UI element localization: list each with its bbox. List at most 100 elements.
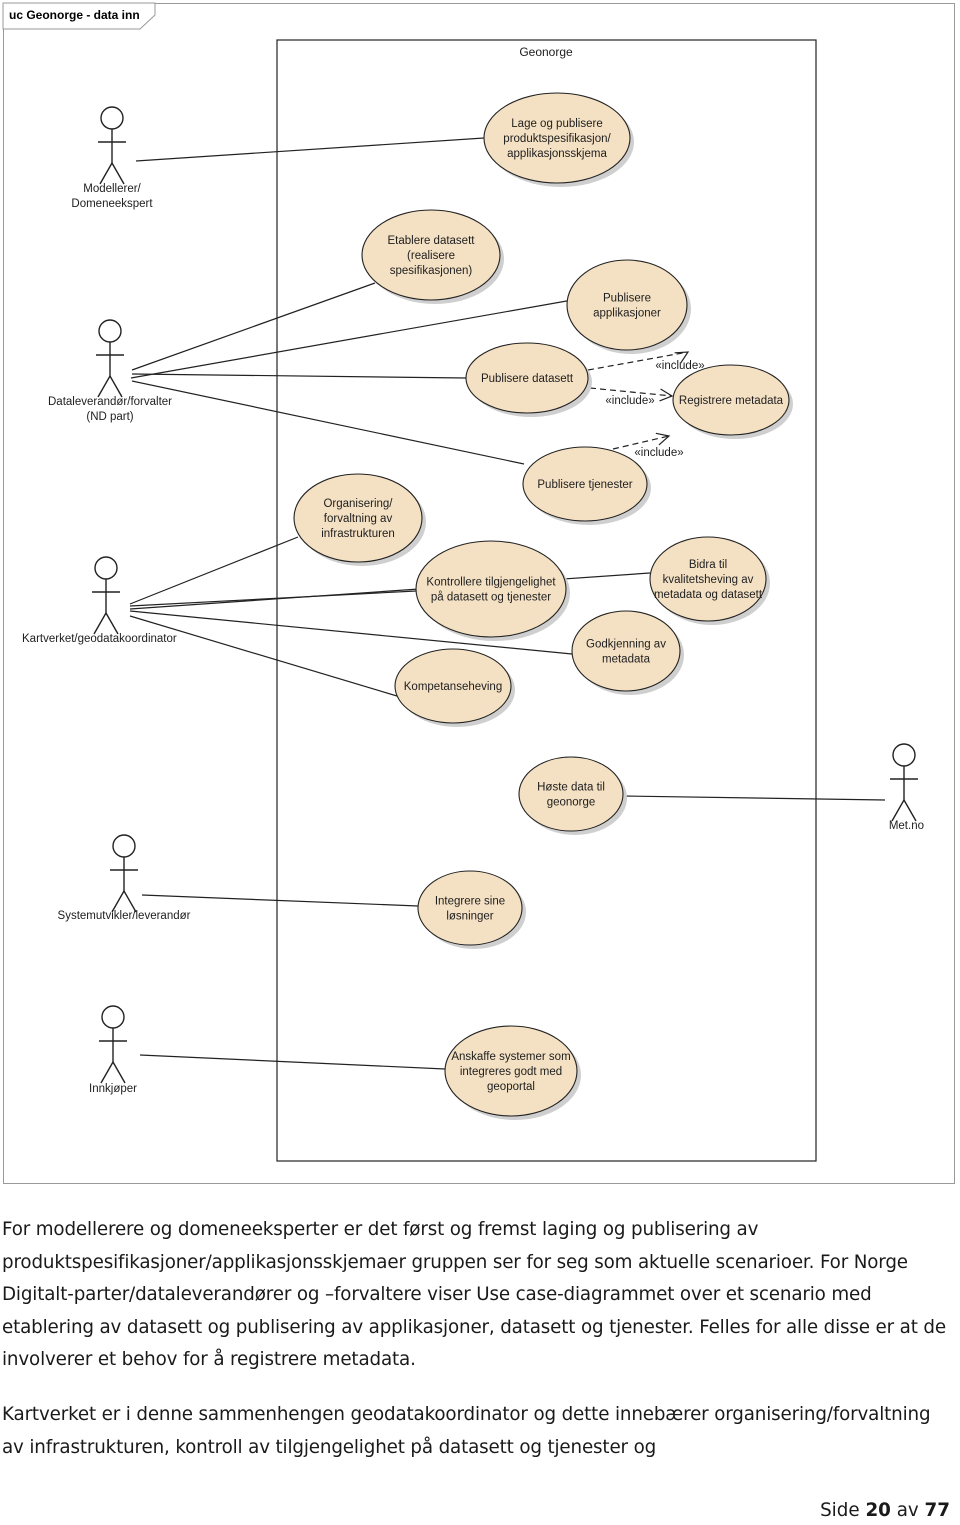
use-case-label: Bidra til xyxy=(689,559,727,571)
use-case-ellipse xyxy=(293,473,423,563)
actor-label: Met.no xyxy=(889,820,924,832)
association-line xyxy=(139,1054,446,1070)
use-case-registrere: Registrere metadata xyxy=(672,364,793,439)
actor-modellerer: Modellerer/Domeneekspert xyxy=(71,106,153,210)
actor-leg-left xyxy=(97,375,111,398)
use-case-label: Publisere xyxy=(603,293,651,305)
actor-systemutvikler: Systemutvikler/leverandør xyxy=(58,834,191,922)
actor-kartverket: Kartverket/geodatakoordinator xyxy=(22,556,177,645)
actor-leg-left xyxy=(93,612,107,635)
frame-tab-label: uc Geonorge - data inn xyxy=(9,8,140,22)
association-line xyxy=(622,795,886,801)
actor-head xyxy=(112,834,136,858)
association-line xyxy=(131,373,467,379)
use-case-label: metadata xyxy=(602,654,651,666)
include-arrowhead xyxy=(674,351,690,364)
use-case-ellipse xyxy=(465,342,589,414)
use-case-label: Publisere tjenester xyxy=(537,479,632,491)
footer-middle: av xyxy=(890,1500,925,1521)
use-case-organisering: Organisering/forvaltning avinfrastruktur… xyxy=(293,473,426,566)
use-case-label: applikasjoner xyxy=(593,308,661,320)
actor-leg-left xyxy=(100,1061,114,1084)
actor-innkjoper: Innkjøper xyxy=(89,1005,137,1095)
association-line xyxy=(141,894,419,907)
association-line xyxy=(135,137,485,162)
actor-label: Kartverket/geodatakoordinator xyxy=(22,633,177,645)
use-case-ellipse xyxy=(649,536,767,622)
actor-label: Dataleverandør/forvalter xyxy=(48,396,172,408)
actors: Modellerer/DomeneekspertDataleverandør/f… xyxy=(22,106,924,1095)
use-case-anskaffe: Anskaffe systemer som integreres godt med… xyxy=(444,1025,581,1120)
use-case-ellipse xyxy=(566,259,688,351)
include-relations: «include»«include»«include» xyxy=(587,351,705,459)
actor-leg-left xyxy=(891,799,905,822)
frame-tab-shape xyxy=(2,2,156,30)
include-line xyxy=(589,387,673,397)
footer-page-number: 20 xyxy=(865,1500,891,1521)
use-case-ellipse xyxy=(394,648,512,724)
association-line xyxy=(131,282,376,371)
page-footer: Side 20 av 77 xyxy=(820,1500,950,1521)
use-case-hoste: Høste data til geonorge xyxy=(518,756,627,835)
actor-head xyxy=(892,743,916,767)
actor-head xyxy=(101,1005,125,1029)
use-case-label: Registrere metadata xyxy=(679,395,784,407)
actor-label: Domeneekspert xyxy=(71,198,153,210)
footer-prefix: Side xyxy=(820,1500,866,1521)
use-case-label: på datasett og tjenester xyxy=(431,592,551,604)
use-case-label: applikasjonsskjema xyxy=(507,148,607,160)
use-case-label: Kontrollere tilgjengelighet xyxy=(426,577,556,589)
use-case-label: Lage og publisere xyxy=(511,118,602,130)
actor-label: (ND part) xyxy=(86,411,133,423)
use-case-integrere: Integrere sine løsninger xyxy=(417,870,526,949)
use-case-label: geonorge xyxy=(547,797,596,809)
use-case-label: (realisere xyxy=(407,250,455,262)
actor-head xyxy=(94,556,118,580)
use-case-label: Etablere datasett xyxy=(388,235,476,247)
use-case-bidra: Bidra til kvalitetsheving av metadata og d… xyxy=(649,536,770,625)
footer-total-pages: 77 xyxy=(924,1500,950,1521)
use-case-label: spesifikasjonen) xyxy=(390,265,473,277)
use-case-label: Høste data til xyxy=(537,782,605,794)
association-line xyxy=(129,610,573,655)
actor-label: Systemutvikler/leverandør xyxy=(58,910,191,922)
actor-leg-right xyxy=(109,375,123,398)
association-line xyxy=(130,298,579,379)
actor-leg-right xyxy=(105,612,119,635)
use-case-ellipse xyxy=(417,870,523,946)
actor-leg-right xyxy=(112,1061,126,1084)
use-case-label: integreres godt med xyxy=(460,1066,562,1078)
actor-label: Innkjøper xyxy=(89,1083,137,1095)
actor-leg-right xyxy=(111,162,125,185)
use-case-godkjenning: Godkjenning av metadata xyxy=(571,610,684,695)
use-case-label: kvalitetsheving av xyxy=(663,574,754,586)
use-case-label: geoportal xyxy=(487,1081,535,1093)
actor-dataleverandor: Dataleverandør/forvalter (ND part) xyxy=(48,319,172,423)
include-label: «include» xyxy=(605,395,654,407)
use-case-ellipse xyxy=(518,756,624,832)
actor-leg-right xyxy=(903,799,917,822)
use-cases: Lage og publisere produktspesifikasjon/ap… xyxy=(293,92,793,1120)
use-case-label: løsninger xyxy=(446,911,493,923)
actor-leg-left xyxy=(111,890,125,913)
use-case-label: Godkjenning av xyxy=(586,639,666,651)
use-case-label: Anskaffe systemer som xyxy=(451,1051,570,1063)
use-case-ellipse xyxy=(672,364,790,436)
use-case-etablere: Etablere datasett (realisere spesifikasjon… xyxy=(361,209,504,304)
use-case-label: metadata og datasett xyxy=(654,589,763,601)
use-case-label: Integrere sine xyxy=(435,896,505,908)
use-case-ellipse xyxy=(483,92,631,184)
use-case-label: Publisere datasett xyxy=(481,373,574,385)
use-case-pub_datasett: Publisere datasett xyxy=(465,342,592,417)
use-case-ellipse xyxy=(361,209,501,301)
association-line xyxy=(129,536,299,605)
association-lines xyxy=(129,137,886,1070)
use-case-label: infrastrukturen xyxy=(321,528,395,540)
actor-label: Modellerer/ xyxy=(83,183,141,195)
association-line xyxy=(131,380,525,465)
use-case-ellipse xyxy=(571,610,681,692)
use-case-label: produktspesifikasjon/ xyxy=(503,133,611,145)
use-case-lage: Lage og publisere produktspesifikasjon/ap… xyxy=(483,92,634,187)
use-case-ellipse xyxy=(444,1025,578,1117)
